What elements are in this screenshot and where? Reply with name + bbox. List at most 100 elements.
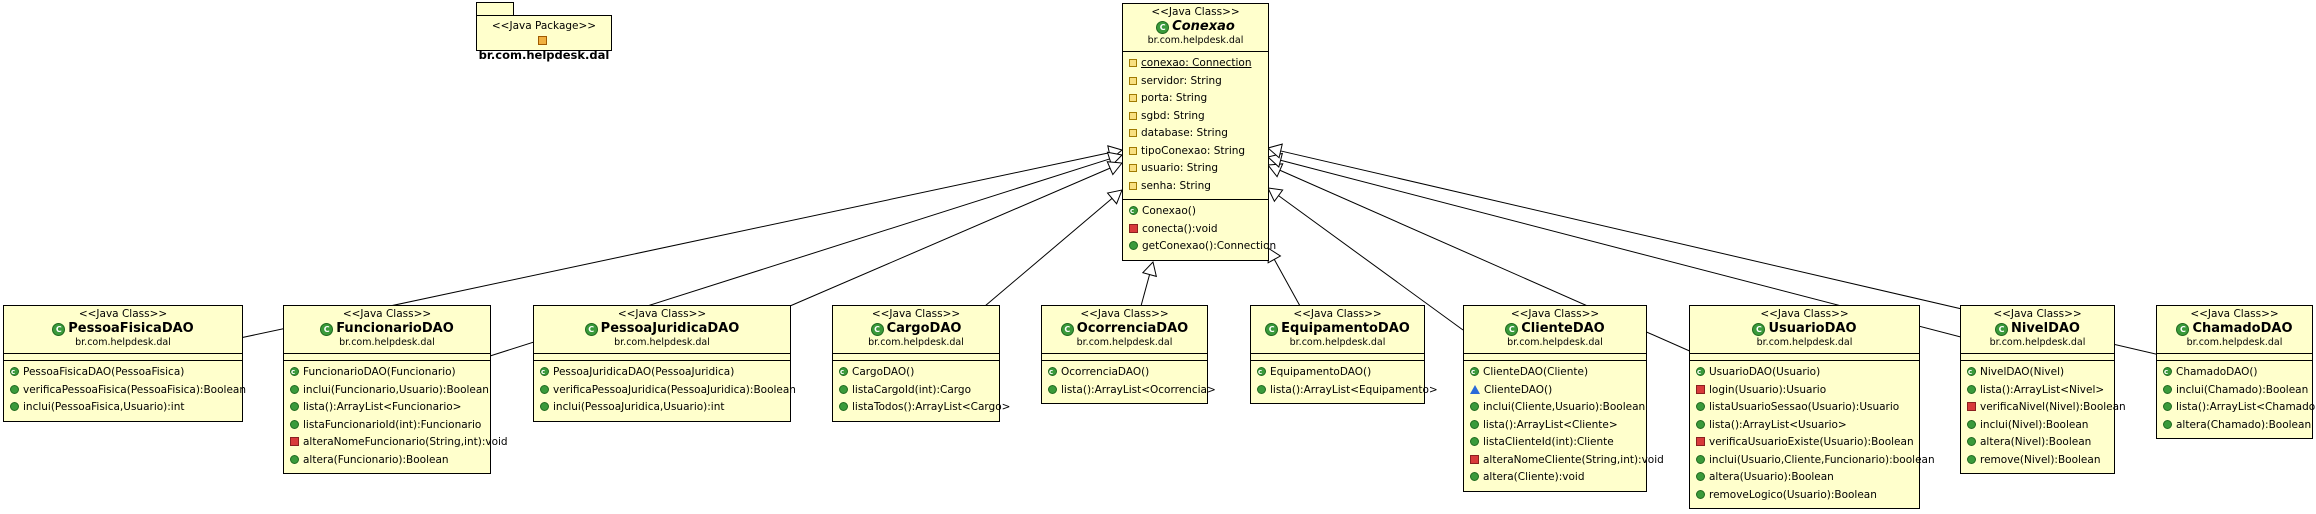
operation: verificaPessoaJuridica(PessoaJuridica):B… bbox=[534, 382, 796, 400]
operation: remove(Nivel):Boolean bbox=[1961, 452, 2114, 470]
generalization-pessoajuridica bbox=[789, 167, 1111, 307]
public-method-icon bbox=[1696, 402, 1705, 411]
operation: ClienteDAO() bbox=[1464, 382, 1646, 400]
operation: altera(Chamado):Boolean bbox=[2157, 417, 2312, 435]
attribute: database: String bbox=[1123, 125, 1268, 143]
class-package: br.com.helpdesk.dal bbox=[1076, 337, 1173, 348]
public-method-icon bbox=[2163, 402, 2172, 411]
class-stereotype: <<Java Class>> bbox=[1151, 6, 1240, 18]
public-method-icon bbox=[1470, 472, 1479, 481]
public-method-icon bbox=[10, 402, 19, 411]
constructor-icon bbox=[540, 364, 549, 382]
class-icon: C bbox=[1505, 323, 1519, 336]
operations-section: OcorrenciaDAO() lista():ArrayList<Ocorre… bbox=[1042, 361, 1216, 403]
constructor-icon bbox=[1048, 364, 1057, 382]
attributes-section bbox=[4, 354, 242, 361]
public-method-icon bbox=[839, 402, 848, 411]
operation: lista():ArrayList<Cliente> bbox=[1464, 417, 1646, 435]
constructor-icon bbox=[1257, 364, 1266, 382]
private-method-icon bbox=[1129, 223, 1138, 233]
class-stereotype: <<Java Class>> bbox=[1080, 308, 1169, 320]
operation: inclui(Nivel):Boolean bbox=[1961, 417, 2114, 435]
attributes-section bbox=[284, 354, 490, 361]
class-stereotype: <<Java Class>> bbox=[2190, 308, 2279, 320]
field-icon bbox=[1129, 76, 1137, 85]
operation: lista():ArrayList<Nivel> bbox=[1961, 382, 2114, 400]
operation: ClienteDAO(Cliente) bbox=[1464, 364, 1646, 382]
generalization-cliente bbox=[1278, 195, 1464, 331]
class-icon: C bbox=[320, 323, 334, 336]
class-stereotype: <<Java Class>> bbox=[617, 308, 707, 320]
operation: inclui(PessoaJuridica,Usuario):int bbox=[534, 399, 790, 417]
private-method-icon bbox=[1696, 384, 1705, 394]
operation: inclui(Cliente,Usuario):Boolean bbox=[1464, 399, 1646, 417]
protected-constructor-icon bbox=[1470, 384, 1480, 394]
public-method-icon bbox=[290, 454, 299, 464]
operation: altera(Cliente):void bbox=[1464, 469, 1646, 487]
package-name: br.com.helpdesk.dal bbox=[477, 33, 611, 63]
class-stereotype: <<Java Class>> bbox=[1293, 308, 1382, 320]
operation: removeLogico(Usuario):Boolean bbox=[1690, 487, 1919, 505]
class-package: br.com.helpdesk.dal bbox=[868, 337, 964, 348]
attribute: usuario: String bbox=[1123, 160, 1268, 178]
class-icon: C bbox=[2176, 323, 2190, 336]
generalization-arrowhead-chamado bbox=[1266, 143, 1283, 159]
generalization-arrowhead-ocorrencia bbox=[1141, 260, 1158, 278]
operation: listaUsuarioSessao(Usuario):Usuario bbox=[1690, 399, 1919, 417]
class-icon: C bbox=[1060, 323, 1074, 336]
package-box[interactable]: <<Java Package>> br.com.helpdesk.dal bbox=[476, 15, 612, 62]
operation: lista():ArrayList<Ocorrencia> bbox=[1042, 382, 1216, 400]
constructor-icon bbox=[1967, 364, 1976, 382]
class-stereotype: <<Java Class>> bbox=[342, 308, 432, 320]
operation: conecta():void bbox=[1123, 221, 1268, 239]
public-method-icon bbox=[290, 402, 299, 411]
class-package: br.com.helpdesk.dal bbox=[1989, 337, 2086, 348]
operation: altera(Funcionario):Boolean bbox=[284, 452, 490, 470]
operation: NivelDAO(Nivel) bbox=[1961, 364, 2114, 382]
public-method-icon bbox=[1696, 472, 1705, 481]
attribute: tipoConexao: String bbox=[1123, 143, 1268, 161]
attributes-section bbox=[2157, 354, 2312, 361]
class-stereotype: <<Java Class>> bbox=[871, 308, 961, 320]
operation: verificaNivel(Nivel):Boolean bbox=[1961, 399, 2126, 417]
constructor-icon bbox=[839, 364, 848, 382]
operation: inclui(Funcionario,Usuario):Boolean bbox=[284, 382, 490, 400]
class-icon: C bbox=[1995, 323, 2008, 336]
operation: getConexao():Connection bbox=[1123, 238, 1276, 256]
class-icon: C bbox=[1265, 323, 1279, 336]
operation: login(Usuario):Usuario bbox=[1690, 382, 1919, 400]
public-method-icon bbox=[540, 384, 549, 394]
operation: Conexao() bbox=[1123, 203, 1268, 221]
public-method-icon bbox=[1696, 419, 1705, 429]
operation: EquipamentoDAO() bbox=[1251, 364, 1424, 382]
class-package: br.com.helpdesk.dal bbox=[1756, 337, 1853, 348]
static-field-icon bbox=[1129, 59, 1137, 67]
generalization-arrowhead-cargo bbox=[1106, 189, 1123, 205]
public-method-icon bbox=[1967, 384, 1976, 394]
class-icon: C bbox=[870, 323, 884, 336]
operations-section: PessoaJuridicaDAO(PessoaJuridica) verifi… bbox=[534, 361, 796, 421]
